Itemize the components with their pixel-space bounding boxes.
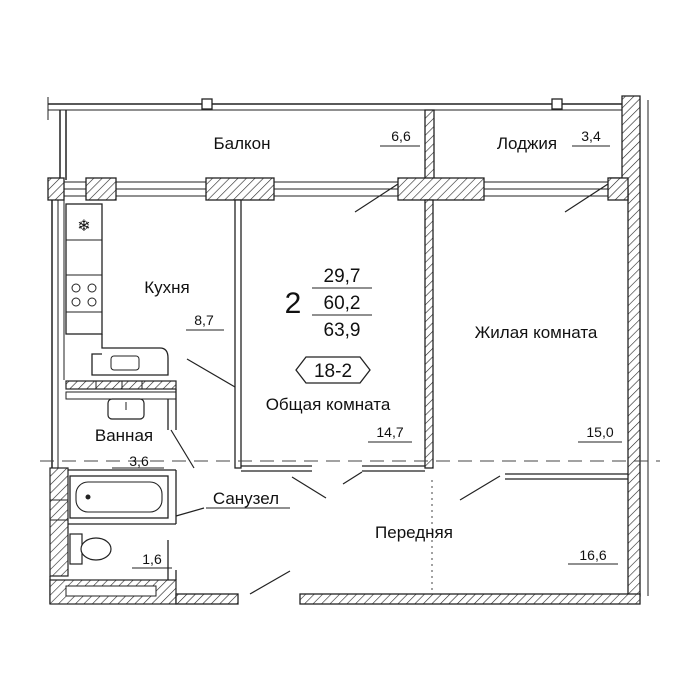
bathroom-area: 3,6 <box>129 453 149 469</box>
living-area: 29,7 <box>324 266 361 287</box>
toilet-area: 1,6 <box>142 551 162 567</box>
rooms-count: 2 <box>285 287 302 320</box>
bottom-wall <box>175 593 641 605</box>
common-room-area: 14,7 <box>376 424 403 440</box>
balcony-name: Балкон <box>213 134 270 153</box>
loggia-end-wall <box>609 95 641 597</box>
bathroom-name: Ванная <box>95 426 153 445</box>
interior-walls <box>234 199 628 480</box>
kitchen-area: 8,7 <box>194 312 214 328</box>
hallway-name: Передняя <box>375 523 453 542</box>
facade-wall <box>47 177 629 213</box>
toilet <box>69 533 112 565</box>
living-room-name: Жилая комната <box>475 323 598 342</box>
left-wall <box>51 200 65 468</box>
bathroom-wall <box>49 467 177 605</box>
hallway-area: 16,6 <box>579 547 606 563</box>
balcony-area: 6,6 <box>391 128 411 144</box>
bathtub <box>69 475 169 519</box>
kitchen-counter <box>65 203 169 376</box>
toilet-name: Санузел <box>213 489 279 508</box>
kitchen-bath-partition <box>65 380 177 430</box>
plan-code: 18-2 <box>314 361 352 382</box>
loggia-area: 3,4 <box>581 128 601 144</box>
living-room-area: 15,0 <box>586 424 613 440</box>
snowflake-icon: ❄ <box>77 218 90 235</box>
balcony-divider-wall <box>424 109 435 181</box>
plan-code-box <box>295 356 371 384</box>
common-room-name: Общая комната <box>266 395 391 414</box>
door-swings <box>170 358 501 595</box>
window-glazing <box>64 181 608 197</box>
balcony-rail <box>47 97 640 180</box>
total-area: 60,2 <box>324 293 361 314</box>
kitchen-name: Кухня <box>144 278 190 297</box>
area-underlines <box>112 145 622 569</box>
total-area-balcony: 63,9 <box>324 320 361 341</box>
loggia-name: Лоджия <box>497 134 557 153</box>
